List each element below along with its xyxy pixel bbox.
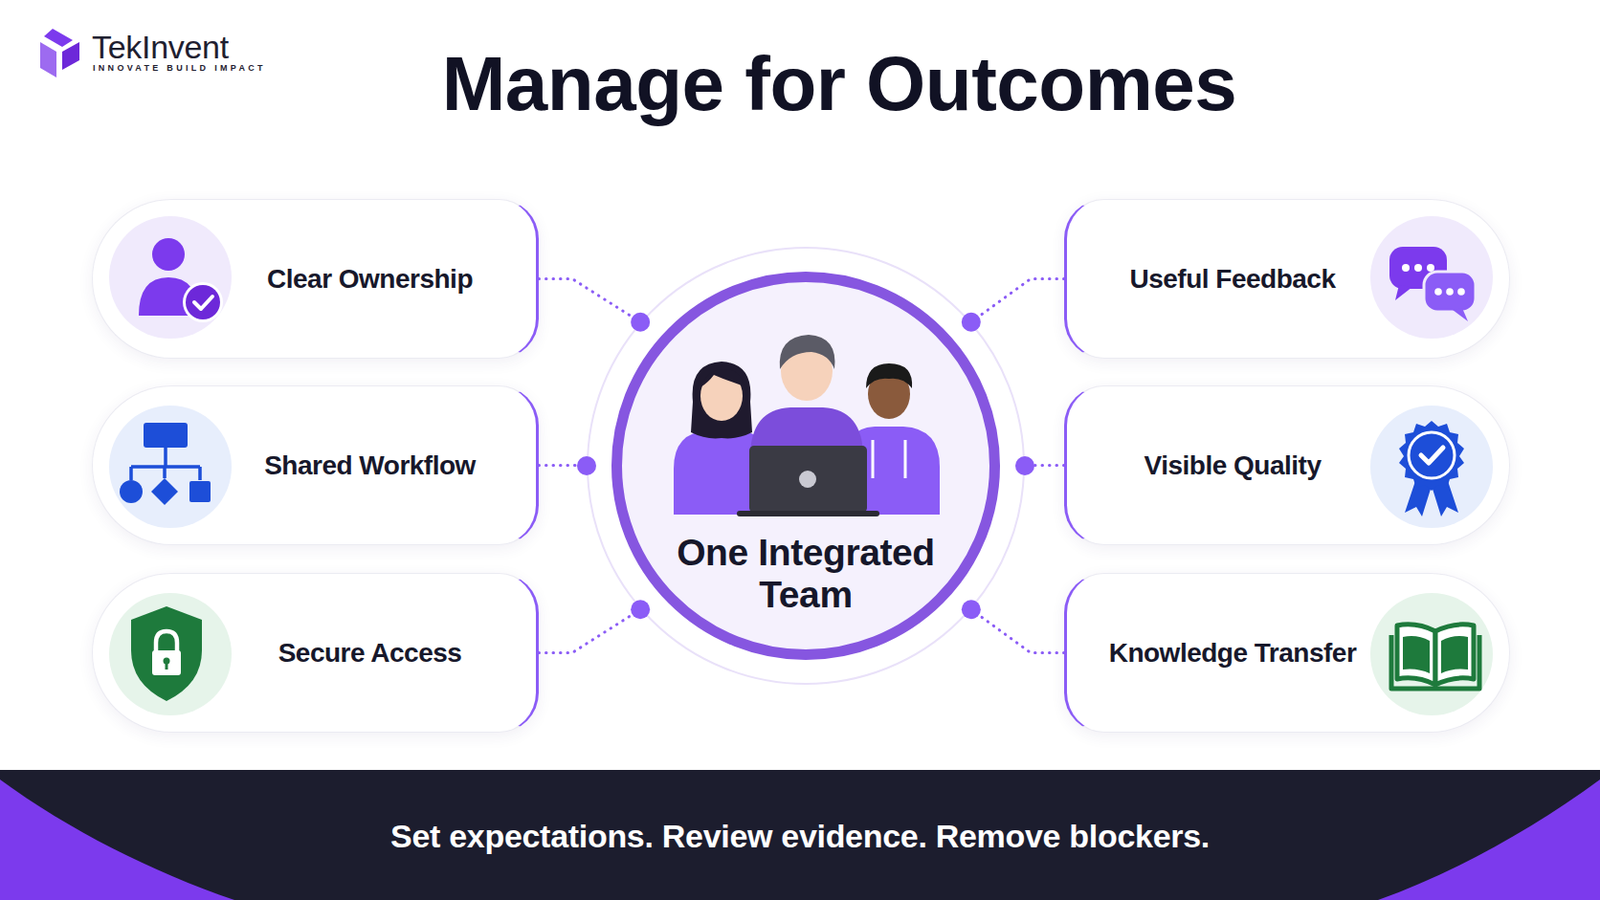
feature-card: Shared Workflow (91, 385, 539, 546)
card-label: Visible Quality (1144, 450, 1322, 482)
card-label: Shared Workflow (264, 450, 476, 482)
feature-card: Clear Ownership (91, 199, 539, 359)
feature-card: Secure Access (91, 573, 539, 734)
brand-tagline: INNOVATE BUILD IMPACT (92, 63, 267, 73)
dotted-connector (538, 609, 641, 653)
dotted-connector (1024, 464, 1065, 468)
hub-label: One Integrated Team (588, 532, 1023, 616)
connector-dot (630, 600, 650, 620)
connector-dot (961, 600, 981, 620)
card-label: Useful Feedback (1129, 264, 1335, 295)
band-accent (0, 770, 1600, 900)
card-label: Secure Access (278, 638, 463, 669)
connector-dot (577, 456, 597, 476)
connector-dot (1015, 456, 1035, 476)
card-label: Knowledge Transfer (1109, 638, 1357, 669)
band-dark (0, 770, 1600, 900)
dotted-connector (538, 464, 587, 468)
page-title: Manage for Outcomes (442, 45, 1238, 123)
hub-circle: One Integrated Team (586, 246, 1025, 686)
dotted-connector (538, 279, 641, 323)
connector-dot (961, 312, 981, 333)
brand-name: TekInvent (91, 28, 229, 67)
connector-dot (630, 312, 650, 333)
dotted-connector (971, 279, 1065, 323)
feature-card: Knowledge Transfer (1064, 573, 1511, 734)
feature-card: Visible Quality (1064, 385, 1511, 546)
footer-caption: Set expectations. Review evidence. Remov… (0, 818, 1600, 856)
feature-card: Useful Feedback (1064, 199, 1511, 359)
card-label: Clear Ownership (266, 264, 473, 295)
dotted-connector (971, 609, 1065, 653)
logo-mark (40, 28, 80, 78)
